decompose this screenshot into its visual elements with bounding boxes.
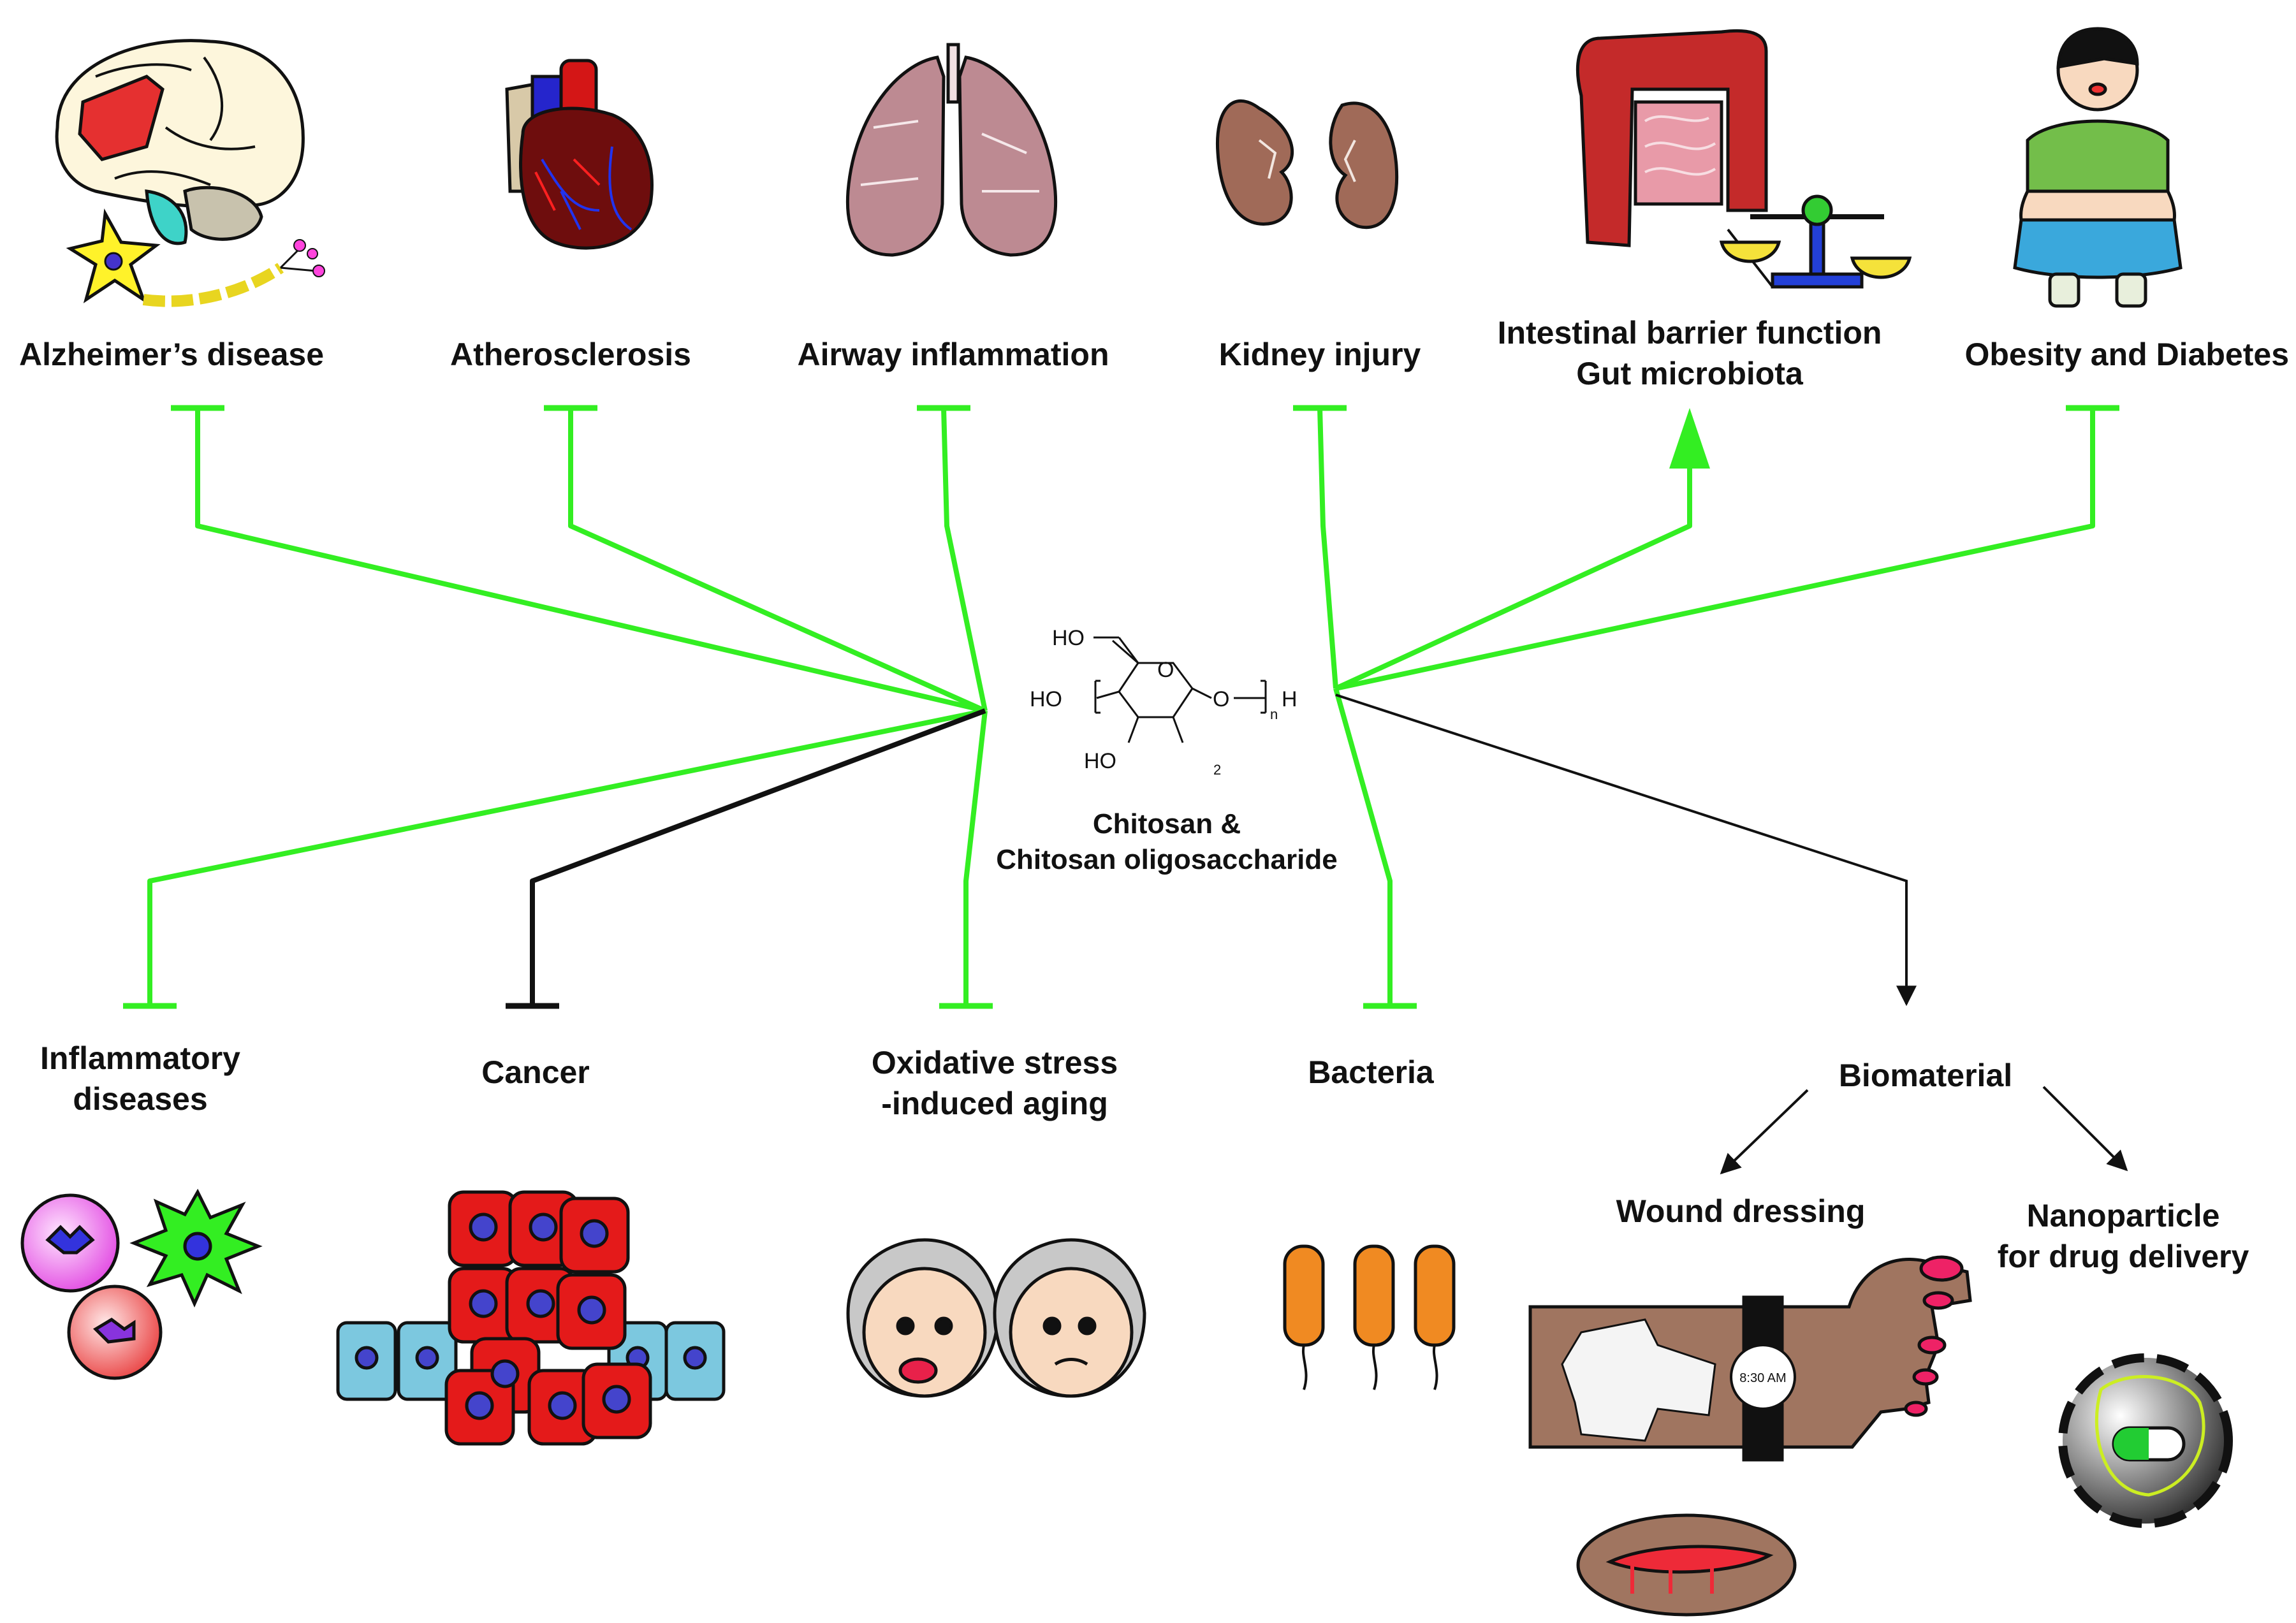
chem-ho-bottom: HO [1084,749,1116,773]
link-atherosclerosis [568,408,986,713]
label-alzheimers: Alzheimer’s disease [19,337,325,372]
wound-dressing-illustration: 8:30 AM [1528,1255,1972,1617]
immune-cells-illustration [20,1188,263,1380]
promote-arrowhead [1669,408,1710,469]
label-nanoparticle: Nanoparticle for drug delivery [1964,1195,2283,1277]
kidneys-illustration [1215,99,1399,229]
obese-person-illustration [2013,27,2183,308]
label-airway-inflammation: Airway inflammation [797,337,1109,372]
link-cancer [530,708,986,1006]
label-inflammatory-line1: Inflammatory [40,1040,240,1076]
label-intestinal-line2: Gut microbiota [1576,356,1803,391]
link-intestinal [1334,459,1692,691]
link-bacteria [1333,687,1393,1006]
label-intestinal-line1: Intestinal barrier function [1497,315,1882,351]
label-inflammatory-line2: diseases [73,1081,208,1117]
label-biomaterial: Biomaterial [1838,1058,2013,1093]
label-intestinal-barrier: Intestinal barrier function Gut microbio… [1460,312,1919,394]
arrow-wound-dressing [1720,1089,1809,1175]
center-label-line2: Chitosan oligosaccharide [996,844,1338,875]
center-label: Chitosan & Chitosan oligosaccharide [950,806,1384,878]
intestine-illustration [1576,29,1912,289]
label-atherosclerosis: Atherosclerosis [450,337,691,372]
label-kidney-injury: Kidney injury [1218,337,1421,372]
chem-ho-top: HO [1052,626,1085,650]
brain-illustration [55,39,325,307]
chem-n: n [1270,706,1278,722]
link-alzheimers [195,408,986,713]
chitosan-structure [1093,636,1267,743]
label-oxidative-stress: Oxidative stress -induced aging [816,1042,1173,1124]
arrow-nanoparticle [2042,1086,2128,1172]
label-inflammatory-diseases: Inflammatory diseases [13,1038,268,1119]
link-inflammatory [147,708,986,1006]
link-airway [941,407,988,711]
lungs-illustration [845,43,1058,257]
chem-ho-left: HO [1030,687,1062,711]
label-bacteria: Bacteria [1308,1054,1434,1090]
bacteria-illustration [1283,1244,1456,1390]
elderly-faces-illustration [846,1238,1146,1398]
chem-subscript-2: 2 [1213,762,1221,778]
label-oxidative-line1: Oxidative stress [871,1045,1118,1081]
chem-ring-o: O [1157,658,1174,682]
label-obesity-diabetes: Obesity and Diabetes [1964,337,2290,372]
label-cancer: Cancer [481,1054,590,1090]
link-oxidative [963,710,988,1006]
link-obesity [1335,408,2095,691]
watch-time: 8:30 AM [1739,1371,1786,1385]
label-nanoparticle-line1: Nanoparticle [2026,1198,2220,1234]
heart-illustration [505,59,654,250]
label-nanoparticle-line2: for drug delivery [1997,1239,2249,1274]
label-oxidative-line2: -induced aging [881,1086,1108,1121]
center-label-line1: Chitosan & [1092,808,1241,840]
link-biomaterial [1335,694,1917,1007]
chem-link-o: O [1213,687,1229,711]
cancer-illustration [336,1190,726,1446]
chem-h: H [1282,687,1298,711]
link-kidney [1317,407,1338,689]
nanoparticle-illustration [2058,1353,2233,1528]
label-wound-dressing: Wound dressing [1616,1193,1866,1229]
